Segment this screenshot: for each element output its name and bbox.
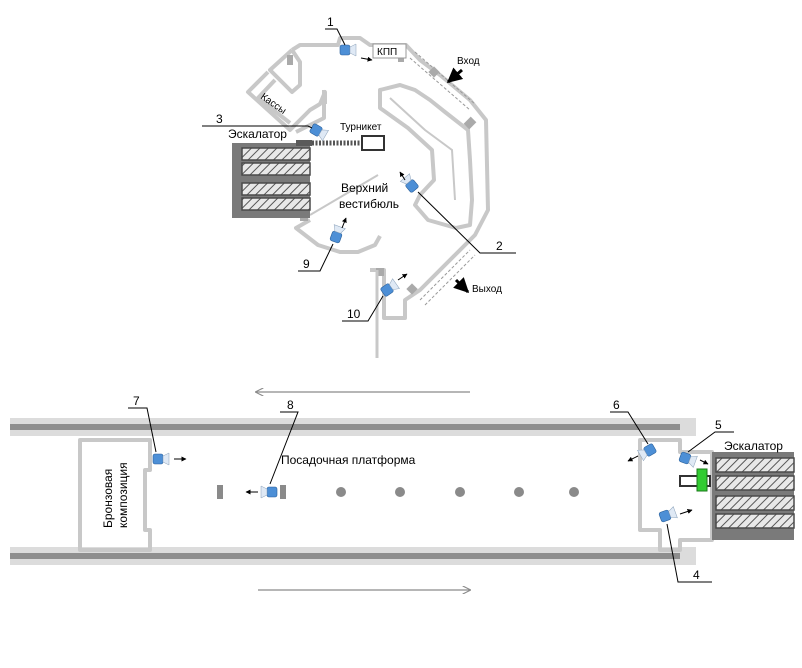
hall-label-line1: Верхний bbox=[341, 181, 388, 195]
exit-arrow-icon bbox=[453, 277, 470, 294]
svg-text:8: 8 bbox=[287, 398, 294, 412]
hall-divider bbox=[309, 174, 379, 216]
turnstile-label: Турникет bbox=[340, 122, 382, 133]
camera-callout-10: 10 bbox=[342, 295, 384, 322]
escalator-lower-label: Эскалатор bbox=[724, 439, 783, 453]
escalator-lower-wall bbox=[294, 218, 382, 254]
camera-callout-2: 2 bbox=[417, 191, 516, 254]
kpp-box bbox=[372, 43, 407, 59]
entrance-arrow-icon bbox=[446, 67, 464, 84]
pillar bbox=[217, 485, 223, 499]
vestibule-left-wall bbox=[268, 48, 302, 94]
camera-icon bbox=[260, 485, 278, 499]
vestibule-outer-wall bbox=[290, 36, 490, 320]
hall-label-line2: вестибюль bbox=[339, 197, 399, 211]
camera-callout-7: 7 bbox=[128, 394, 157, 453]
svg-text:4: 4 bbox=[693, 568, 700, 582]
turnstile-icon bbox=[312, 135, 385, 151]
camera-callout-1: 1 bbox=[325, 15, 346, 46]
entrance-label: Вход bbox=[457, 56, 480, 67]
bronze-composition-label-line2: композиция bbox=[116, 462, 130, 528]
camera-callout-5: 5 bbox=[687, 418, 734, 453]
inner-island bbox=[378, 83, 474, 230]
upper-vestibule: КПП Кассы Эскалатор Турникет Верхний вес… bbox=[202, 15, 516, 358]
escalator-upper bbox=[232, 140, 312, 218]
camera-callout-3: 3 bbox=[202, 112, 313, 129]
svg-text:6: 6 bbox=[613, 398, 620, 412]
camera-icon bbox=[152, 452, 170, 466]
platform-label: Посадочная платформа bbox=[281, 453, 416, 467]
direction-arrow-icon bbox=[627, 455, 639, 462]
escalator-upper-wall bbox=[295, 90, 326, 134]
platform-right-outline bbox=[638, 438, 714, 552]
escalator-upper-label: Эскалатор bbox=[228, 127, 287, 141]
direction-arrow-icon bbox=[341, 217, 347, 229]
camera-icon bbox=[328, 224, 346, 245]
kpp-label: КПП bbox=[377, 47, 397, 58]
svg-text:5: 5 bbox=[715, 418, 722, 432]
camera-icon bbox=[657, 506, 678, 524]
direction-arrow-icon bbox=[397, 273, 408, 281]
entrance-doors bbox=[409, 57, 471, 111]
svg-text:7: 7 bbox=[133, 394, 140, 408]
camera-callout-9: 9 bbox=[298, 243, 334, 272]
inner-island-line bbox=[389, 97, 456, 201]
bronze-composition-label-line1: Бронзовая bbox=[101, 469, 115, 528]
direction-arrow-icon bbox=[699, 459, 709, 465]
exit-doors bbox=[419, 249, 471, 301]
pillar bbox=[280, 485, 286, 499]
cashier-inner bbox=[256, 78, 292, 125]
escalator-lower bbox=[712, 452, 795, 540]
exit-label: Выход bbox=[472, 284, 502, 295]
camera-icon bbox=[339, 43, 357, 57]
gate-highlight bbox=[696, 468, 708, 492]
svg-text:2: 2 bbox=[496, 239, 503, 253]
svg-text:1: 1 bbox=[327, 15, 334, 29]
camera-callout-4: 4 bbox=[666, 523, 712, 583]
camera-callout-8: 8 bbox=[269, 398, 299, 485]
column bbox=[514, 487, 524, 497]
direction-arrow-icon bbox=[399, 171, 406, 181]
platform-outline bbox=[78, 438, 152, 552]
column bbox=[336, 487, 346, 497]
column bbox=[569, 487, 579, 497]
direction-arrow-icon bbox=[679, 509, 693, 515]
svg-text:3: 3 bbox=[216, 112, 223, 126]
column bbox=[395, 487, 405, 497]
direction-arrow-icon bbox=[360, 56, 373, 62]
camera-callout-6: 6 bbox=[610, 398, 649, 445]
svg-text:9: 9 bbox=[303, 257, 310, 271]
column bbox=[455, 487, 465, 497]
svg-text:10: 10 bbox=[347, 307, 361, 321]
gate bbox=[679, 475, 711, 487]
platform-level: Бронзовая композиция Посадочная платформ… bbox=[10, 392, 795, 590]
